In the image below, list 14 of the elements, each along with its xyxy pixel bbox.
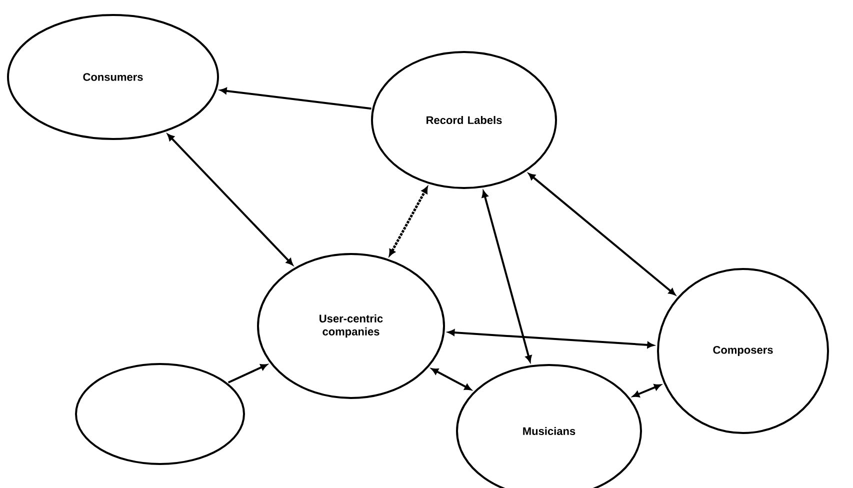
ellipse-node: Consumers bbox=[7, 14, 219, 140]
empty-ellipse bbox=[75, 363, 245, 465]
ellipse-node: Composers bbox=[657, 268, 829, 434]
arrow bbox=[482, 190, 532, 362]
ellipse-node: User-centric companies bbox=[257, 253, 445, 399]
arrow bbox=[528, 173, 676, 296]
arrow bbox=[167, 134, 293, 266]
arrow bbox=[388, 186, 428, 256]
ellipse-node: Record Labels bbox=[371, 51, 557, 189]
arrow bbox=[448, 329, 654, 348]
arrow bbox=[228, 364, 268, 384]
arrow bbox=[220, 88, 372, 110]
arrow bbox=[431, 368, 472, 390]
arrow bbox=[632, 384, 661, 398]
